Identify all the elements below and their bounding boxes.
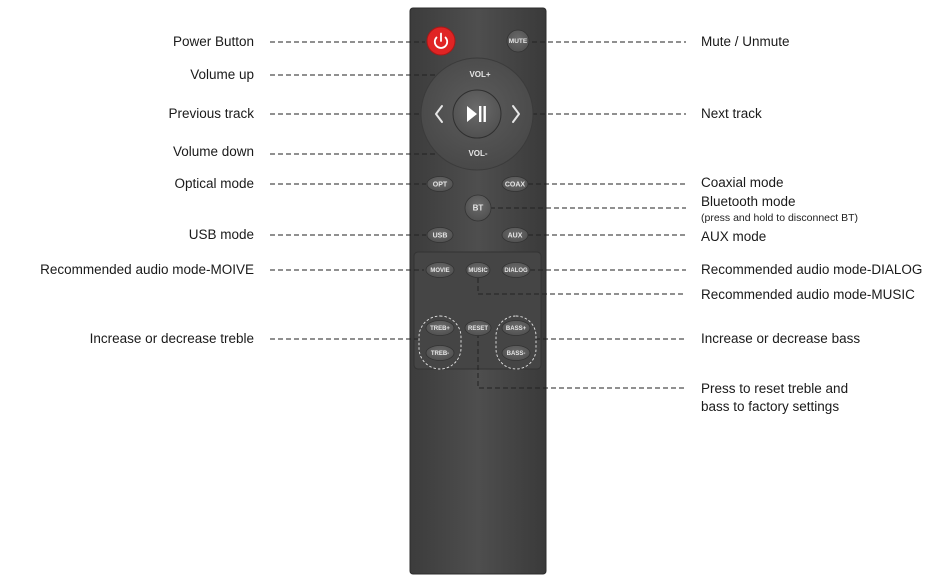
label-reset-line1: Press to reset treble and [701,381,849,396]
leader-lines [270,41,686,389]
label-music: Recommended audio mode-MUSIC [701,287,915,302]
reset-button[interactable] [464,320,492,336]
bass-down-button[interactable] [501,345,531,361]
coax-button[interactable] [501,176,529,192]
movie-button-label: MOVIE [430,268,449,274]
treble-up-button[interactable] [425,320,455,336]
usb-button-label: USB [433,232,448,239]
bt-button[interactable] [464,194,492,222]
opt-button-label: OPT [433,181,448,188]
usb-button[interactable] [426,227,454,243]
label-bluetooth-note: (press and hold to disconnect BT) [701,212,858,224]
label-bass: Increase or decrease bass [701,331,861,346]
mute-button-label: MUTE [509,38,528,45]
label-reset-line2: bass to factory settings [701,399,840,414]
dialog-button[interactable] [501,262,531,278]
vol-down-label: VOL- [468,149,487,158]
treble-down-button[interactable] [425,345,455,361]
bass-up-button[interactable] [501,320,531,336]
label-usb: USB mode [188,227,254,242]
label-aux: AUX mode [701,229,767,244]
coax-button-label: COAX [505,181,526,188]
treble-up-label: TREB+ [430,326,450,332]
chevron-left-icon[interactable] [435,105,443,123]
dialog-button-label: DIALOG [504,268,528,274]
bass-down-label: BASS- [507,351,526,357]
label-treble: Increase or decrease treble [89,331,254,346]
play-pause-icon [467,106,486,122]
mute-button[interactable] [506,29,530,53]
label-previous-track: Previous track [168,106,254,121]
label-next-track: Next track [701,106,762,121]
opt-button[interactable] [426,176,454,192]
reset-button-label: RESET [468,326,488,332]
bass-up-label: BASS+ [506,326,527,332]
treble-group-outline [418,315,462,370]
vol-up-label: VOL+ [469,70,490,79]
music-button-label: MUSIC [468,268,488,274]
label-dialog: Recommended audio mode-DIALOG [701,262,923,277]
bt-button-label: BT [473,204,484,213]
label-volume-up: Volume up [190,67,254,82]
label-power: Power Button [172,34,254,49]
aux-button-label: AUX [508,232,523,239]
label-mute: Mute / Unmute [701,34,790,49]
treble-down-label: TREB- [431,351,449,357]
aux-button[interactable] [501,227,529,243]
music-button[interactable] [465,262,491,278]
label-optical: Optical mode [174,176,254,191]
label-movie: Recommended audio mode-MOIVE [40,262,254,277]
label-volume-down: Volume down [172,144,254,159]
label-bluetooth: Bluetooth mode [701,194,796,209]
power-icon [433,32,449,49]
chevron-right-icon[interactable] [512,105,520,123]
label-coaxial: Coaxial mode [701,175,784,190]
movie-button[interactable] [425,262,455,278]
bass-group-outline [495,315,537,370]
